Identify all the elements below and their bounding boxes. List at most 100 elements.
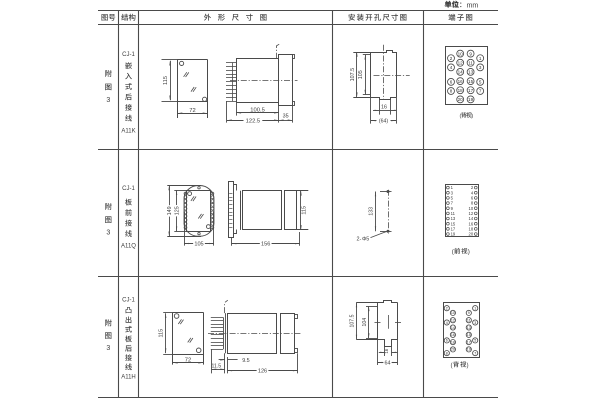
svg-text:6: 6 <box>446 339 448 343</box>
svg-text:19: 19 <box>468 97 474 102</box>
svg-text:A11Q: A11Q <box>121 244 136 250</box>
svg-text:35: 35 <box>283 113 289 119</box>
svg-text:126: 126 <box>258 369 267 375</box>
svg-text:(: ( <box>452 249 455 256</box>
svg-text:(: ( <box>451 362 454 369</box>
svg-text:16: 16 <box>458 79 464 84</box>
svg-text:8: 8 <box>446 351 448 355</box>
svg-text:11.5: 11.5 <box>211 363 221 369</box>
svg-text:17: 17 <box>468 88 474 93</box>
svg-text:17: 17 <box>467 340 471 344</box>
svg-text:(64): (64) <box>379 119 388 125</box>
svg-text:10: 10 <box>458 51 464 56</box>
svg-text:10: 10 <box>451 311 455 315</box>
svg-text:18: 18 <box>451 340 455 344</box>
svg-text:3: 3 <box>106 97 110 104</box>
svg-text:): ) <box>468 249 470 256</box>
svg-text:12: 12 <box>451 318 455 322</box>
svg-text:CJ-1: CJ-1 <box>122 52 135 58</box>
svg-text:104: 104 <box>362 318 368 327</box>
svg-text:4: 4 <box>450 65 453 70</box>
svg-text:8: 8 <box>450 89 453 94</box>
svg-text:133: 133 <box>369 207 375 216</box>
svg-text:105: 105 <box>358 70 364 79</box>
svg-text:7: 7 <box>479 89 482 94</box>
svg-text:11: 11 <box>468 60 473 65</box>
svg-text:20: 20 <box>458 97 464 102</box>
svg-text:15: 15 <box>467 333 471 337</box>
svg-text:14: 14 <box>458 70 464 75</box>
svg-text:A11H: A11H <box>121 374 136 380</box>
svg-text:15: 15 <box>451 221 456 226</box>
svg-text:9.5: 9.5 <box>242 358 250 364</box>
svg-text:19: 19 <box>451 232 456 237</box>
svg-text:CJ-1: CJ-1 <box>122 298 135 304</box>
svg-text:16: 16 <box>469 221 474 226</box>
svg-text:4: 4 <box>446 321 448 325</box>
svg-text:64: 64 <box>385 361 391 367</box>
svg-text:156: 156 <box>261 242 270 248</box>
svg-text:3: 3 <box>474 321 476 325</box>
svg-text:149: 149 <box>167 206 173 215</box>
svg-text:18: 18 <box>458 88 464 93</box>
svg-text:CJ-1: CJ-1 <box>122 186 135 192</box>
svg-text:10: 10 <box>469 206 474 211</box>
svg-text:3: 3 <box>479 65 482 70</box>
svg-text:1: 1 <box>451 185 454 190</box>
svg-text:mm: mm <box>467 2 479 9</box>
svg-text:2: 2 <box>471 185 474 190</box>
svg-text:9: 9 <box>469 51 472 56</box>
svg-text:5: 5 <box>479 80 482 85</box>
svg-text:7: 7 <box>451 201 454 206</box>
svg-text:16: 16 <box>451 333 455 337</box>
svg-text:125: 125 <box>175 206 181 215</box>
svg-text:13: 13 <box>468 70 474 75</box>
svg-text:14: 14 <box>451 326 455 330</box>
svg-text:6: 6 <box>471 195 474 200</box>
svg-text:1: 1 <box>479 56 482 61</box>
svg-text:115: 115 <box>163 76 169 85</box>
svg-text:13: 13 <box>451 216 456 221</box>
svg-text:15: 15 <box>468 79 474 84</box>
svg-text:100.5: 100.5 <box>250 107 265 113</box>
svg-text:6: 6 <box>450 80 453 85</box>
svg-text:2: 2 <box>446 306 448 310</box>
svg-text:18: 18 <box>469 226 474 231</box>
svg-text:Φ5: Φ5 <box>362 236 369 242</box>
svg-text:): ) <box>467 362 469 369</box>
svg-text:72: 72 <box>185 357 191 363</box>
svg-text:5: 5 <box>474 339 476 343</box>
svg-text:11: 11 <box>451 211 456 216</box>
svg-text:1: 1 <box>474 306 476 310</box>
svg-text:13: 13 <box>467 326 471 330</box>
svg-text:20: 20 <box>469 232 474 237</box>
svg-text:12: 12 <box>469 211 474 216</box>
svg-text:4: 4 <box>471 190 474 195</box>
svg-text:115: 115 <box>302 206 308 215</box>
svg-text:105: 105 <box>194 242 203 248</box>
svg-text:16: 16 <box>384 348 389 353</box>
svg-text:122.5: 122.5 <box>246 118 261 124</box>
svg-text:5: 5 <box>451 195 454 200</box>
svg-text:115: 115 <box>159 329 165 338</box>
svg-text:9: 9 <box>451 206 454 211</box>
svg-text:72: 72 <box>189 108 195 114</box>
svg-text:2: 2 <box>450 56 453 61</box>
svg-text:107.5: 107.5 <box>350 314 356 327</box>
svg-text:7: 7 <box>474 351 476 355</box>
svg-text:19: 19 <box>467 348 471 352</box>
svg-text:): ) <box>471 113 473 119</box>
svg-text:20: 20 <box>451 348 455 352</box>
svg-text:16: 16 <box>381 104 387 110</box>
svg-text:8: 8 <box>471 201 474 206</box>
svg-text:2-: 2- <box>357 236 362 242</box>
svg-text:9: 9 <box>468 311 470 315</box>
svg-text:(: ( <box>459 113 461 119</box>
svg-text:3: 3 <box>451 190 454 195</box>
svg-text:11: 11 <box>467 318 471 322</box>
svg-text:3: 3 <box>106 345 110 352</box>
svg-text:14: 14 <box>469 216 474 221</box>
svg-text:3: 3 <box>106 230 110 237</box>
svg-text:A11K: A11K <box>121 128 135 134</box>
svg-text:17: 17 <box>451 226 456 231</box>
